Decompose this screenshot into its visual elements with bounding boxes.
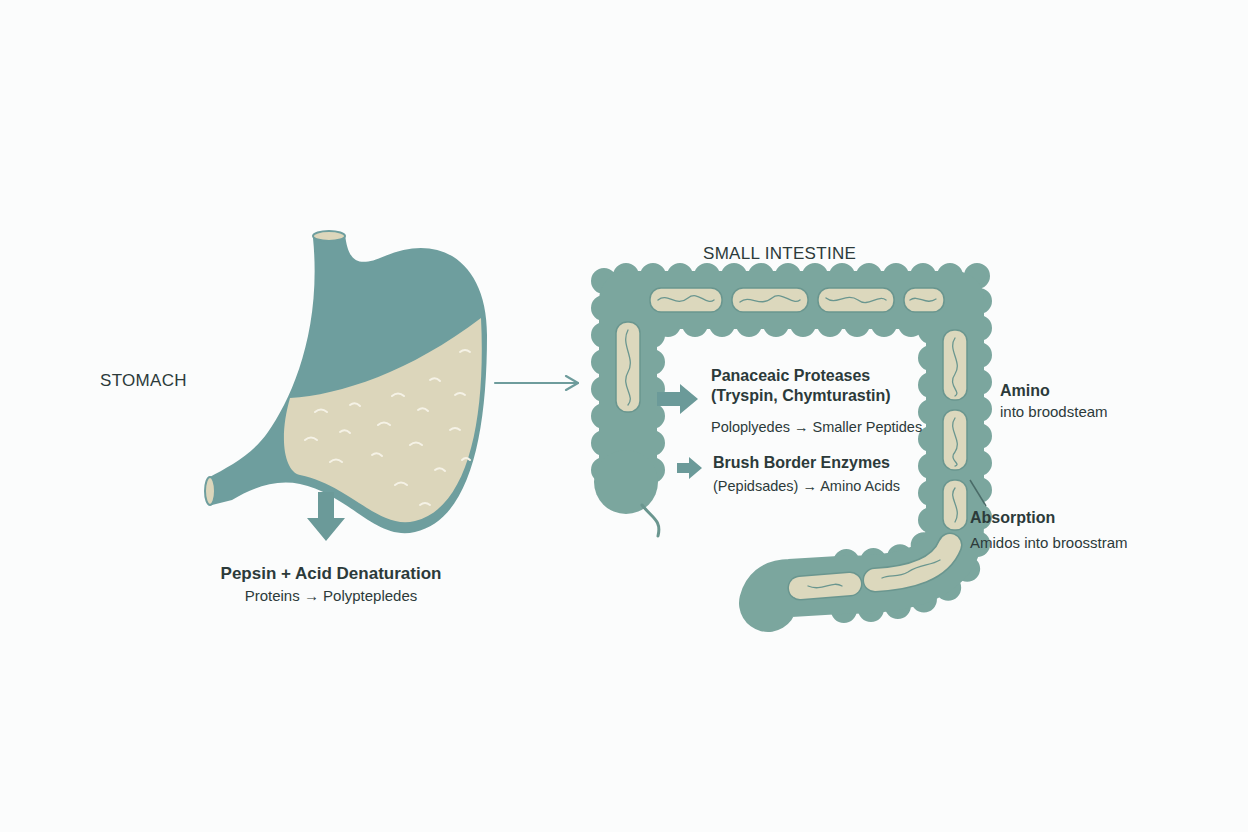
- block-arrow: [657, 384, 698, 414]
- step-heading: Panaceaic Proteases (Tryspin, Chymturast…: [711, 366, 906, 407]
- cecum-pouch: [594, 450, 658, 514]
- step-note: Poloplyedes → Smaller Peptides: [711, 418, 981, 437]
- intestine-segment: [616, 322, 640, 412]
- flow-arrow: [495, 382, 578, 384]
- intestine-segments: [616, 288, 967, 530]
- organ-title: STOMACH: [100, 371, 200, 391]
- leader-line: [970, 480, 986, 506]
- organ-title: SMALL INTESTINE: [703, 244, 923, 264]
- step-note: Amidos into broosstram: [970, 533, 1200, 552]
- block-arrow: [677, 457, 702, 479]
- duodenum-opening: [205, 477, 215, 505]
- stomach-body: [208, 234, 487, 533]
- block-arrow: [307, 492, 345, 541]
- step-note: into broodsteam: [1000, 402, 1210, 421]
- step-heading: Brush Border Enzymes: [713, 453, 953, 473]
- stomach-illustration: [205, 231, 487, 533]
- intestine-tube: [628, 300, 955, 603]
- food-particles: [305, 350, 470, 505]
- step-heading: Pepsin + Acid Denaturation: [205, 563, 457, 585]
- step-note: (Pepidsades) → Amino Acids: [713, 477, 953, 496]
- intestine-segment: [875, 545, 950, 580]
- step-note: Proteins → Polyptepledes: [205, 586, 457, 605]
- intestine-bumps-outer: [604, 276, 979, 610]
- stomach-contents: [284, 318, 482, 522]
- intestine-illustration: [594, 276, 979, 610]
- intestine-folds: [626, 296, 958, 588]
- organ-node: SMALL INTESTINE: [583, 266, 993, 621]
- appendix: [642, 505, 659, 536]
- intestine-segment-outline: [875, 545, 950, 580]
- step-heading: Absorption: [970, 508, 1170, 528]
- intestine-bumps-inner: [652, 324, 931, 562]
- esophagus-opening: [313, 231, 345, 241]
- step-heading: Amino: [1000, 381, 1200, 401]
- organ-node: STOMACH: [205, 228, 490, 548]
